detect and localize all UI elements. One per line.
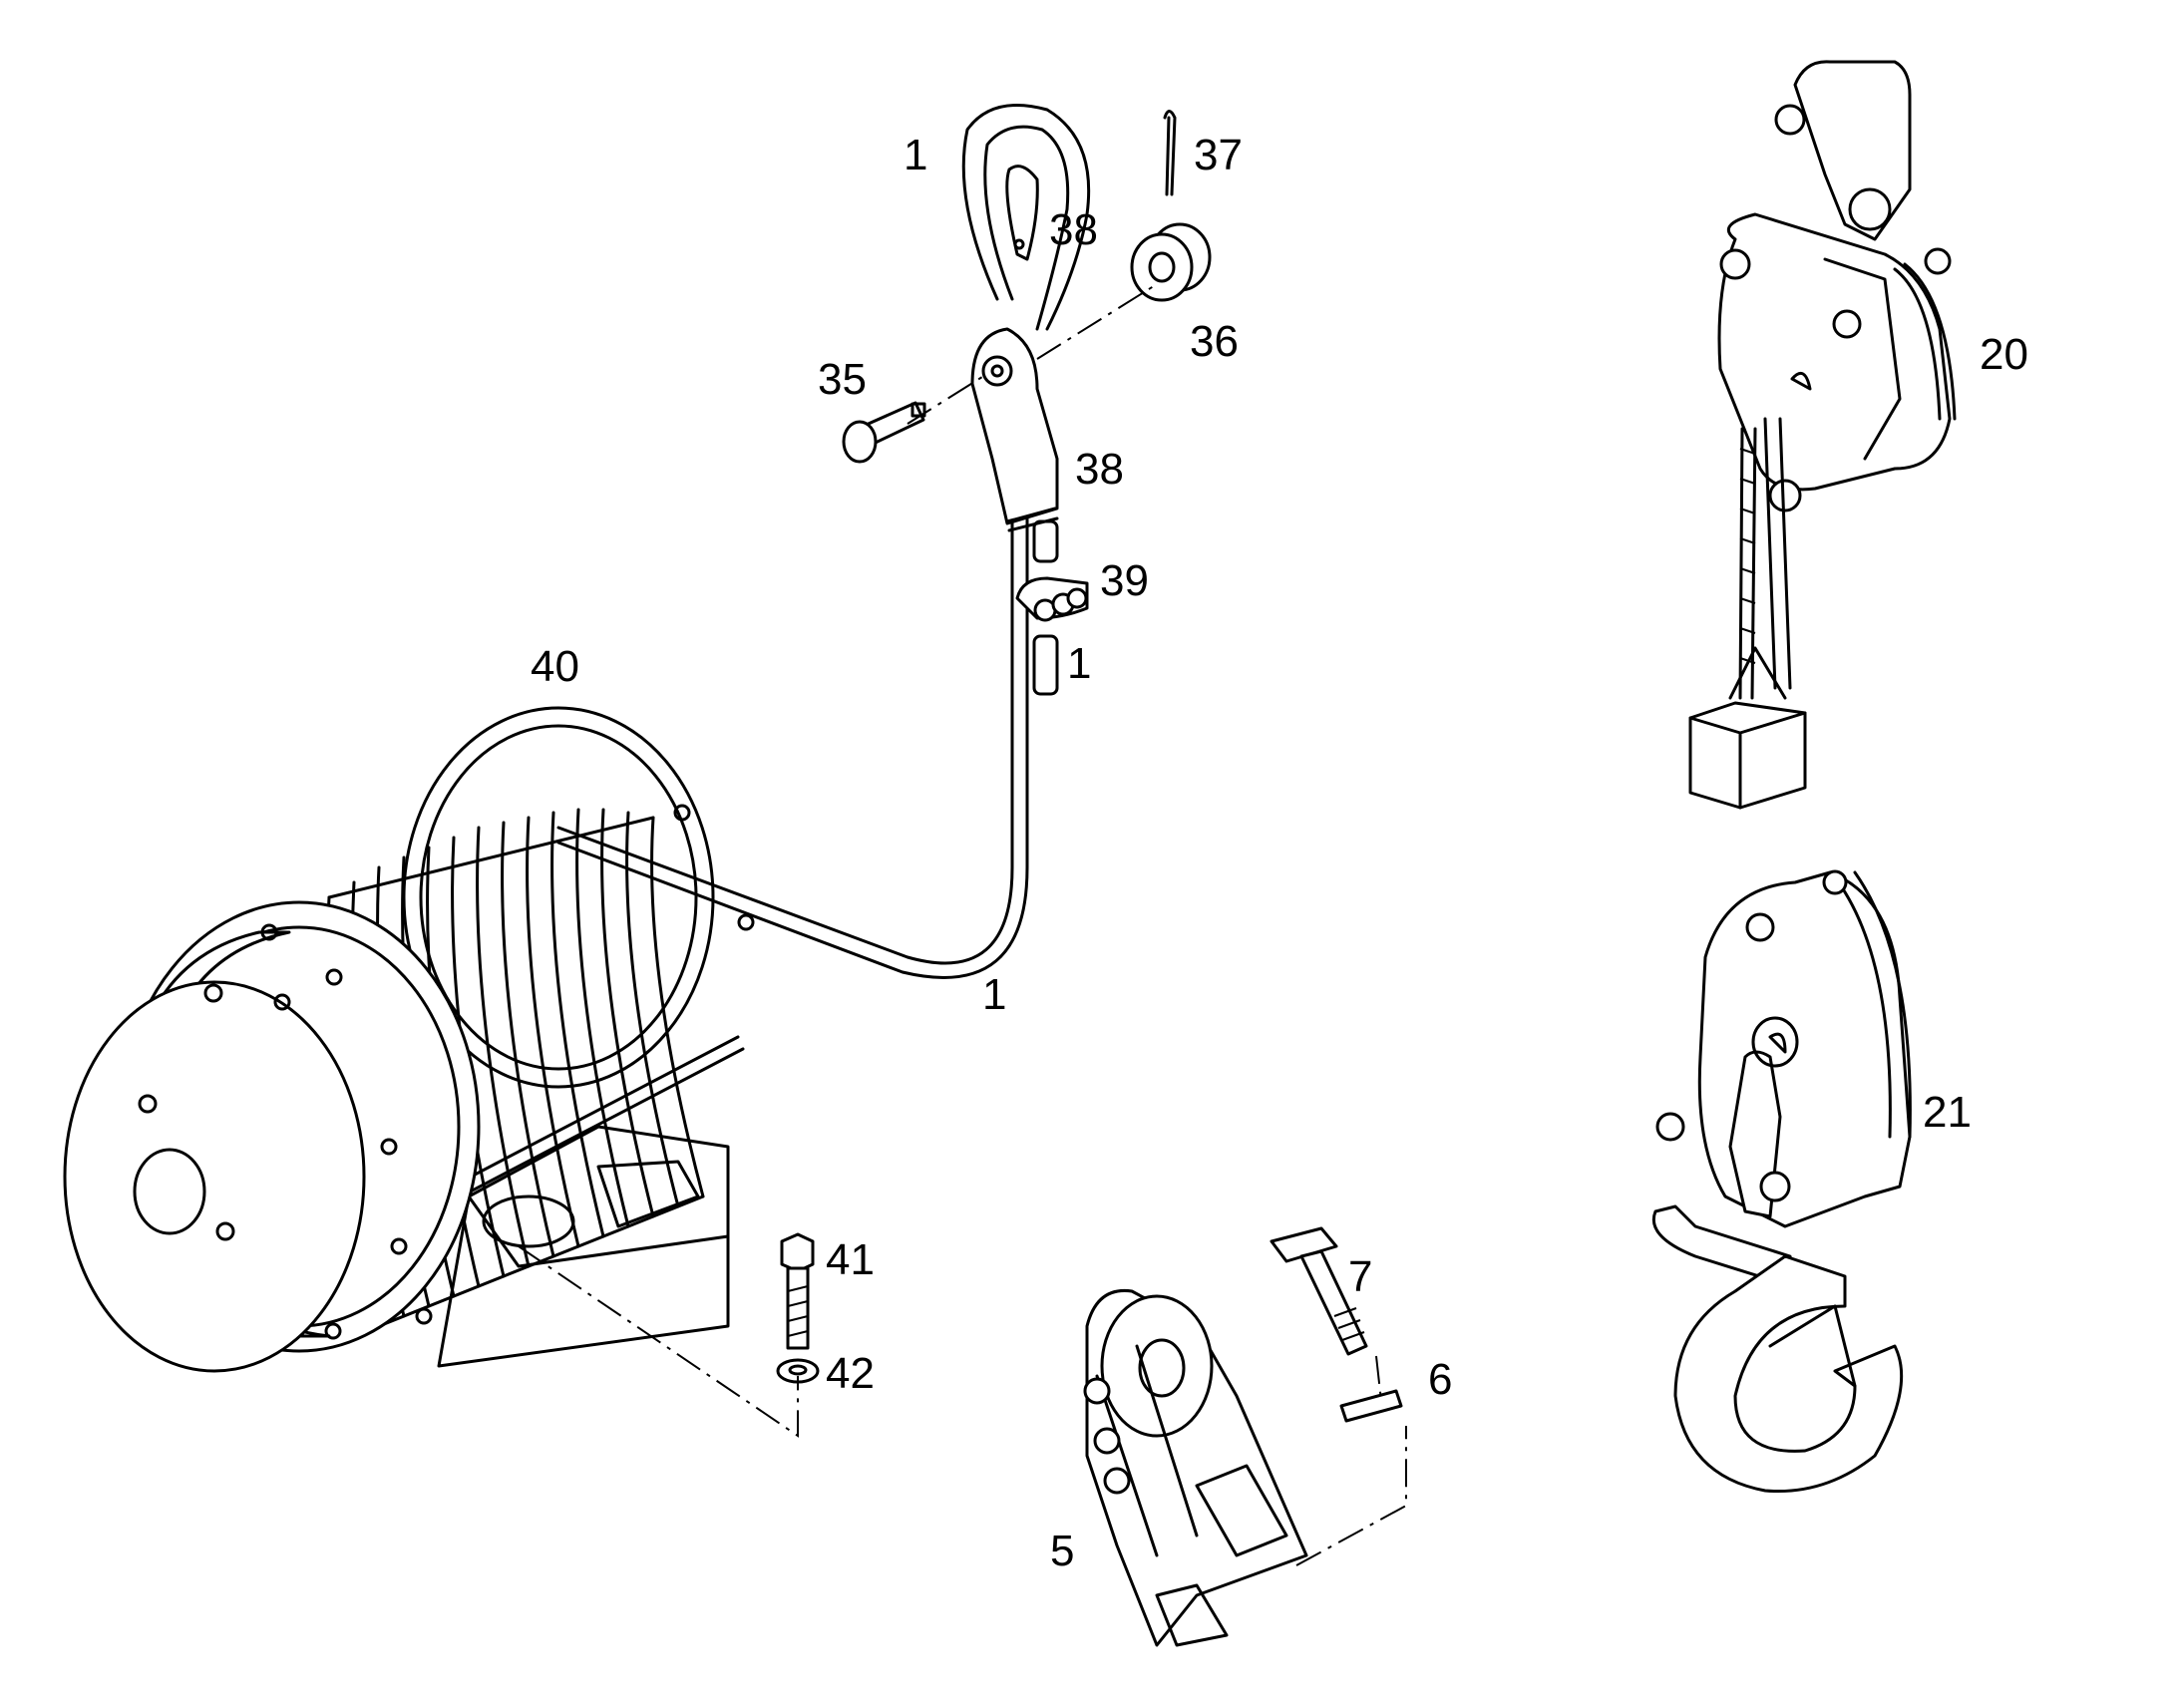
wire-rope — [556, 516, 1059, 979]
block-bolt — [1270, 1226, 1368, 1356]
callout-1-eye: 1 — [904, 131, 927, 179]
callout-21: 21 — [1923, 1088, 1972, 1137]
callout-42: 42 — [826, 1349, 875, 1398]
chain-hoist — [1688, 60, 1957, 810]
collar-nut — [1130, 222, 1212, 302]
hex-bolt — [780, 1232, 815, 1350]
winch-drum — [63, 706, 755, 1373]
callout-35: 35 — [818, 355, 867, 404]
callout-38-eye: 38 — [1049, 205, 1098, 254]
callouts: 1 37 38 36 35 38 39 1 40 1 41 42 7 6 5 2… — [531, 131, 2028, 1575]
callout-41: 41 — [826, 1235, 875, 1284]
wire-rope-clip — [1015, 576, 1089, 622]
leader-lines — [518, 283, 1407, 1566]
clevis-pin — [842, 401, 926, 464]
callout-7: 7 — [1348, 1252, 1372, 1301]
callout-38-socket: 38 — [1075, 445, 1124, 494]
spacer-pin — [1339, 1389, 1403, 1423]
rope-eye-loop — [961, 104, 1091, 331]
callout-1-rope: 1 — [1067, 639, 1091, 688]
washer — [776, 1358, 820, 1384]
callout-36: 36 — [1190, 317, 1239, 366]
hook-block — [1652, 869, 1912, 1494]
callout-40: 40 — [531, 642, 579, 691]
wedge-socket — [970, 327, 1059, 532]
callout-37: 37 — [1194, 131, 1243, 179]
callout-1-cable: 1 — [982, 970, 1006, 1019]
callout-39: 39 — [1100, 556, 1149, 605]
snatch-block — [1083, 1288, 1308, 1647]
cotter-pin — [1163, 110, 1177, 196]
callout-5: 5 — [1050, 1527, 1074, 1575]
callout-6: 6 — [1428, 1355, 1452, 1404]
callout-20: 20 — [1980, 330, 2028, 379]
